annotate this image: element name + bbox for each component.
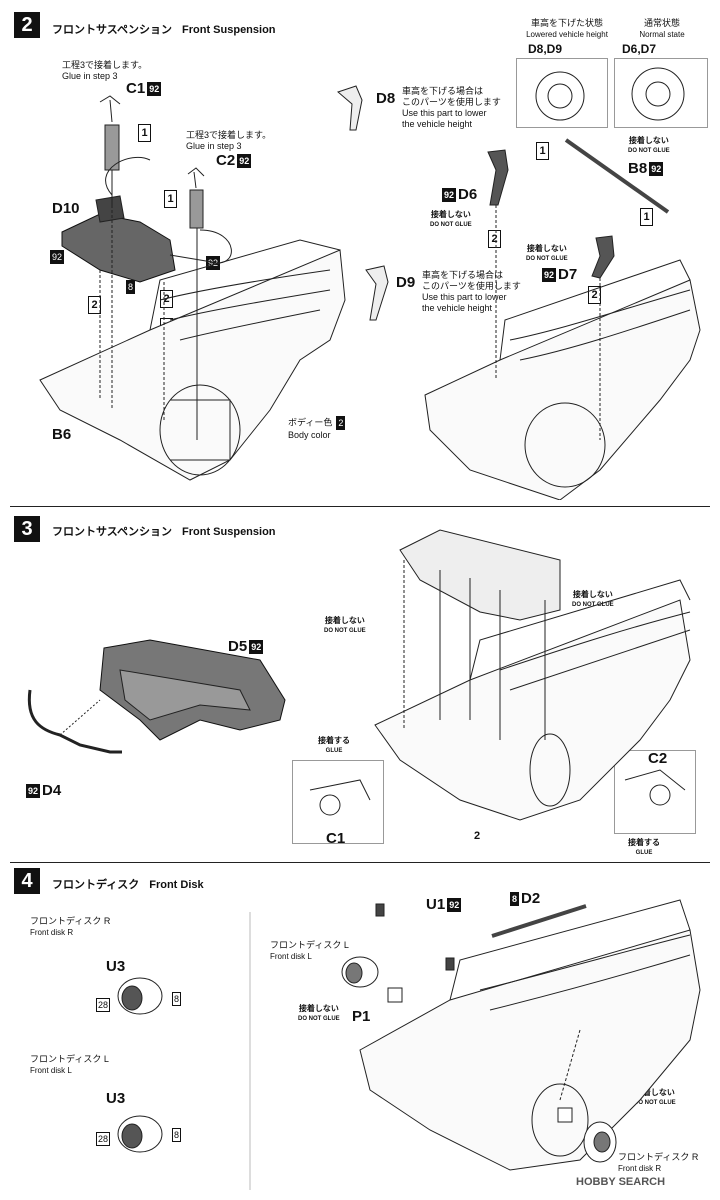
section-4-title: フロントディスク Front Disk bbox=[52, 876, 204, 892]
section-3-title-jp: フロントサスペンション bbox=[52, 526, 173, 538]
part-c2-label-s3: C2 bbox=[648, 750, 668, 767]
lowered-state-panel bbox=[516, 58, 608, 128]
step-1-marker-b: 1 bbox=[164, 190, 177, 208]
step-1-marker-a: 1 bbox=[138, 124, 151, 142]
part-p1-label-left: P1 bbox=[352, 1008, 371, 1025]
color-8-badge-bottom: 8 bbox=[172, 1128, 182, 1142]
step-ref-2: 2 bbox=[474, 830, 481, 842]
part-u3-label-top: U3 bbox=[106, 958, 126, 975]
part-u3-label-bottom: U3 bbox=[106, 1090, 126, 1107]
part-d8-label: D8 bbox=[376, 90, 396, 107]
color-8-badge-top: 8 bbox=[172, 992, 182, 1006]
section-2-diagram bbox=[39, 67, 701, 500]
glue-step-note-2: 工程3で接着します。Glue in step 3 bbox=[186, 130, 272, 151]
detail-panel-c1 bbox=[292, 760, 384, 844]
color-28-badge-top: 28 bbox=[96, 998, 111, 1012]
step-1-marker-d: 1 bbox=[640, 208, 653, 226]
step-1-marker-c: 1 bbox=[536, 142, 549, 160]
glue-step-note-1: 工程3で接着します。Glue in step 3 bbox=[62, 60, 148, 81]
lowered-parts-label: D8,D9 bbox=[528, 42, 563, 56]
part-c1-label-s3: C1 bbox=[326, 830, 346, 847]
step-number-3: 3 bbox=[14, 516, 40, 542]
section-3-title-en: Front Suspension bbox=[182, 526, 276, 538]
section-3-title: フロントサスペンション Front Suspension bbox=[52, 523, 276, 539]
normal-state-panel bbox=[614, 58, 708, 128]
section-4-title-jp: フロントディスク bbox=[52, 879, 140, 891]
section-3-diagram bbox=[27, 529, 691, 821]
step-2-marker-d: 2 bbox=[488, 230, 501, 248]
section-divider-2 bbox=[10, 862, 710, 863]
watermark: HOBBY SEARCH bbox=[576, 1176, 666, 1188]
section-divider-1 bbox=[10, 506, 710, 507]
color-28-badge-bottom: 28 bbox=[96, 1132, 111, 1146]
step-number-2: 2 bbox=[14, 12, 40, 38]
part-d10-label: D10 bbox=[52, 200, 80, 217]
step-number-4: 4 bbox=[14, 868, 40, 894]
section-2-title-jp: フロントサスペンション bbox=[52, 24, 173, 36]
detail-panel-c2 bbox=[614, 750, 696, 834]
d10-color-badge: 92 bbox=[50, 250, 65, 264]
section-4-title-en: Front Disk bbox=[149, 879, 204, 891]
color-8-badge: 8 bbox=[126, 280, 136, 294]
d9-note: 車高を下げる場合は このパーツを使用します Use this part to l… bbox=[422, 270, 521, 313]
step-2-marker-b: 2 bbox=[160, 290, 173, 308]
part-b6-label: B6 bbox=[52, 426, 72, 443]
part-d9-label: D9 bbox=[396, 274, 416, 291]
normal-parts-label: D6,D7 bbox=[622, 42, 657, 56]
d8-note: 車高を下げる場合は このパーツを使用します Use this part to l… bbox=[402, 86, 501, 129]
section-2-title-en: Front Suspension bbox=[182, 24, 276, 36]
section-2-title: フロントサスペンション Front Suspension bbox=[52, 21, 276, 37]
